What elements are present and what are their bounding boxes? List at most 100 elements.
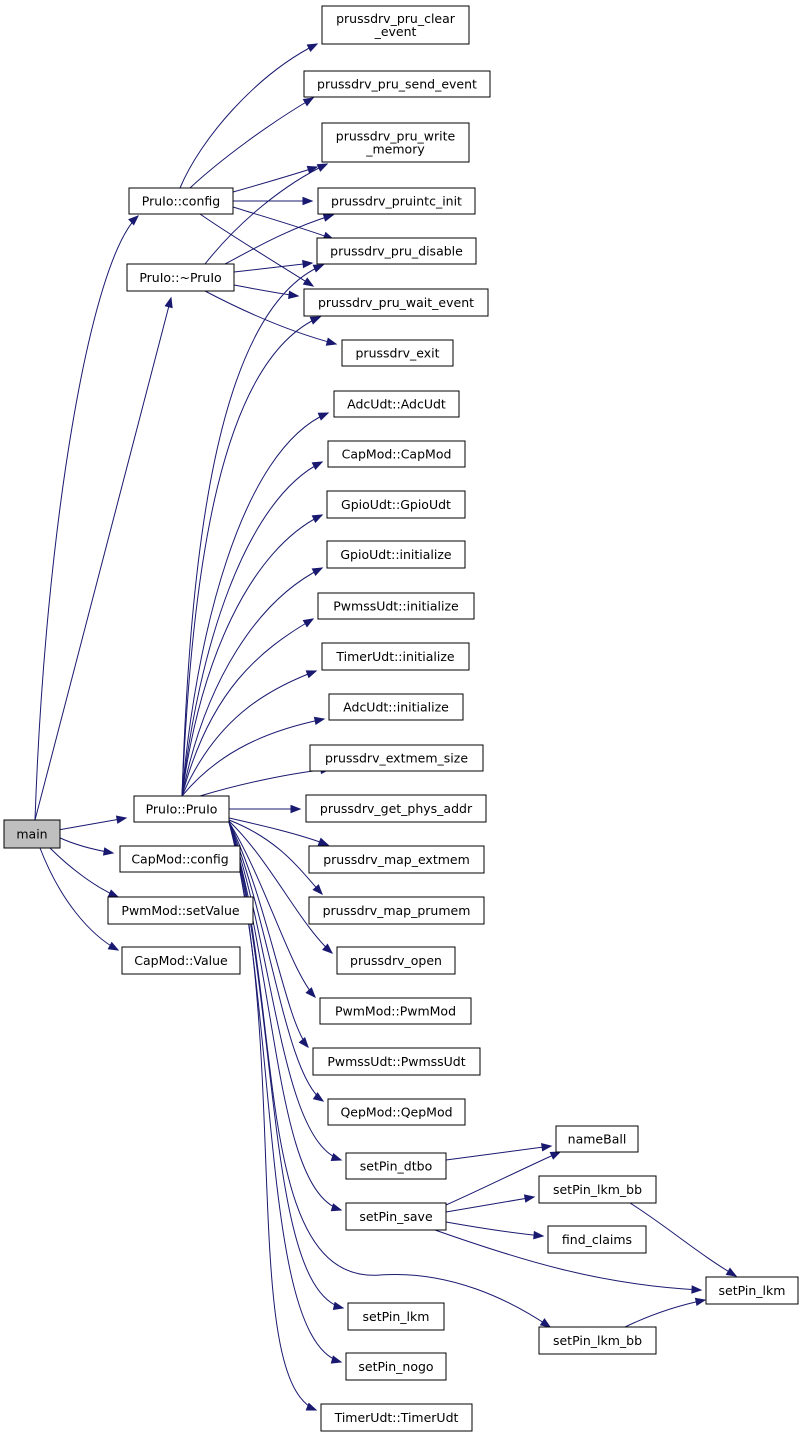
- node-prussdrv-pru-clear-event[interactable]: prussdrv_pru_clear_event: [321, 5, 470, 45]
- node-gpioudt-gpioudt[interactable]: GpioUdt::GpioUdt: [326, 490, 466, 519]
- edge-setpin_save-to-find_claims: [445, 1221, 545, 1240]
- node-timerudt-initialize[interactable]: TimerUdt::initialize: [321, 642, 470, 671]
- edge-line: [629, 1202, 737, 1277]
- node-label: prussdrv_pru_clear: [336, 11, 456, 26]
- node-label: prussdrv_pruintc_init: [331, 194, 462, 209]
- node-pruio-config[interactable]: PruIo::config: [128, 187, 234, 215]
- node-pruio-dtor[interactable]: PruIo::~PruIo: [126, 263, 235, 292]
- node-capmod-value[interactable]: CapMod::Value: [121, 946, 241, 975]
- edge-arrowhead: [107, 889, 120, 898]
- node-label: setPin_save: [359, 1209, 433, 1224]
- node-setpin-lkm-bb-b[interactable]: setPin_lkm_bb: [538, 1326, 657, 1355]
- edge-pruio_ctor-to-qepmod_qepmod: [228, 821, 325, 1102]
- node-prussdrv-pru-disable[interactable]: prussdrv_pru_disable: [316, 237, 477, 265]
- node-prussdrv-pruintc-init[interactable]: prussdrv_pruintc_init: [317, 187, 476, 215]
- node-qepmod-qepmod[interactable]: QepMod::QepMod: [327, 1098, 466, 1126]
- node-prussdrv-map-extmem[interactable]: prussdrv_map_extmem: [308, 845, 485, 874]
- edge-line: [228, 821, 342, 1161]
- node-box: [321, 5, 470, 45]
- edge-line: [181, 264, 324, 797]
- edge-line: [39, 847, 119, 951]
- node-box: [3, 819, 61, 849]
- edge-arrowhead: [306, 43, 319, 53]
- node-label: prussdrv_pru_write: [336, 129, 456, 144]
- node-label: PruIo::PruIo: [146, 802, 218, 817]
- node-pwmmod-setvalue[interactable]: PwmMod::setValue: [107, 896, 254, 925]
- node-label: setPin_dtbo: [360, 1159, 432, 1174]
- node-pruio-ctor[interactable]: PruIo::PruIo: [133, 795, 230, 823]
- node-prussdrv-exit[interactable]: prussdrv_exit: [341, 339, 454, 367]
- node-setpin-nogo[interactable]: setPin_nogo: [345, 1352, 447, 1381]
- edge-line: [233, 284, 299, 297]
- node-prussdrv-pru-wait-event[interactable]: prussdrv_pru_wait_event: [303, 288, 489, 317]
- node-box: [328, 693, 464, 721]
- node-prussdrv-extmem-size[interactable]: prussdrv_extmem_size: [309, 744, 484, 772]
- edge-pruio_ctor-to-prussdrv_map_extmem: [228, 817, 330, 846]
- node-box: [303, 70, 491, 98]
- node-capmod-config[interactable]: CapMod::config: [119, 845, 241, 873]
- node-setpin-lkm-r[interactable]: setPin_lkm: [705, 1276, 799, 1305]
- node-box: [126, 263, 235, 292]
- call-nodes: main PruIo::configPruIo::~PruIoPruIo::Pru…: [3, 5, 799, 1432]
- node-prussdrv-pru-send-event[interactable]: prussdrv_pru_send_event: [303, 70, 491, 98]
- node-setpin-lkm[interactable]: setPin_lkm: [347, 1302, 445, 1331]
- node-setpin-save[interactable]: setPin_save: [345, 1202, 447, 1231]
- edge-setpin_save-to-nameball: [445, 1151, 562, 1206]
- node-prussdrv-open[interactable]: prussdrv_open: [336, 946, 456, 975]
- edge-line: [181, 461, 323, 797]
- edge-arrowhead: [312, 264, 325, 273]
- edge-pruio_ctor-to-pwmssudt_pwmssudt: [228, 821, 309, 1049]
- node-label: TimerUdt::TimerUdt: [334, 1410, 459, 1425]
- node-pwmssudt-pwmssudt[interactable]: PwmssUdt::PwmssUdt: [312, 1047, 481, 1076]
- edge-line: [434, 1229, 702, 1291]
- node-setpin-lkm-bb-a[interactable]: setPin_lkm_bb: [538, 1175, 657, 1204]
- node-box: [320, 1403, 473, 1432]
- edge-main-to-pruio_dtor: [34, 296, 173, 821]
- node-box: [327, 440, 466, 468]
- node-timerudt-timerudt[interactable]: TimerUdt::TimerUdt: [320, 1403, 473, 1432]
- edge-pruio_ctor-to-adcudt_adcudt: [181, 412, 330, 797]
- node-box: [308, 845, 485, 874]
- node-prussdrv-map-prumem[interactable]: prussdrv_map_prumem: [308, 896, 485, 925]
- node-label: prussdrv_exit: [356, 346, 440, 361]
- edge-line: [204, 290, 337, 345]
- node-label: QepMod::QepMod: [340, 1105, 452, 1120]
- node-box: [119, 845, 241, 873]
- node-box: [309, 744, 484, 772]
- node-box: [317, 187, 476, 215]
- node-gpioudt-initialize[interactable]: GpioUdt::initialize: [326, 540, 466, 569]
- node-adcudt-adcudt[interactable]: AdcUdt::AdcUdt: [333, 390, 460, 418]
- edge-arrowhead: [305, 1402, 318, 1411]
- node-adcudt-initialize[interactable]: AdcUdt::initialize: [328, 693, 464, 721]
- node-label: CapMod::CapMod: [342, 447, 452, 462]
- edge-pruio_ctor-to-setpin_dtbo: [228, 821, 343, 1162]
- node-box: [327, 1098, 466, 1126]
- node-capmod-capmod[interactable]: CapMod::CapMod: [327, 440, 466, 468]
- node-box: [547, 1225, 647, 1254]
- node-pwmssudt-initialize[interactable]: PwmssUdt::initialize: [317, 592, 475, 620]
- edge-arrowhead: [533, 1230, 545, 1240]
- edge-pruio_ctor-to-adcudt_initialize: [181, 716, 326, 797]
- edge-arrowhead: [306, 165, 319, 174]
- edge-arrowhead: [102, 847, 115, 856]
- edge-line: [224, 214, 334, 265]
- edge-line: [181, 618, 314, 797]
- node-setpin-dtbo[interactable]: setPin_dtbo: [345, 1152, 447, 1180]
- node-label: setPin_lkm: [719, 1283, 786, 1298]
- node-pwmmod-pwmmod[interactable]: PwmMod::PwmMod: [319, 997, 472, 1025]
- node-box: [333, 390, 460, 418]
- node-nameball[interactable]: nameBall: [555, 1125, 639, 1153]
- edge-main-to-capmod_config: [57, 836, 115, 856]
- edge-pruio_dtor-to-prussdrv_exit: [204, 290, 338, 346]
- node-main[interactable]: main: [3, 819, 61, 849]
- edge-arrowhead: [325, 337, 338, 346]
- node-prussdrv-pru-write-memory[interactable]: prussdrv_pru_write_memory: [321, 122, 470, 163]
- edge-pruio_config-to-prussdrv_pruintc_init: [233, 196, 314, 206]
- edge-pruio_config-to-prussdrv_pru_clear_event: [179, 43, 319, 189]
- edge-line: [233, 262, 313, 273]
- node-box: [538, 1326, 657, 1355]
- node-label: main: [16, 827, 47, 842]
- node-find-claims[interactable]: find_claims: [547, 1225, 647, 1254]
- node-prussdrv-get-phys-addr[interactable]: prussdrv_get_phys_addr: [305, 794, 487, 823]
- node-label: prussdrv_pru_disable: [330, 244, 463, 259]
